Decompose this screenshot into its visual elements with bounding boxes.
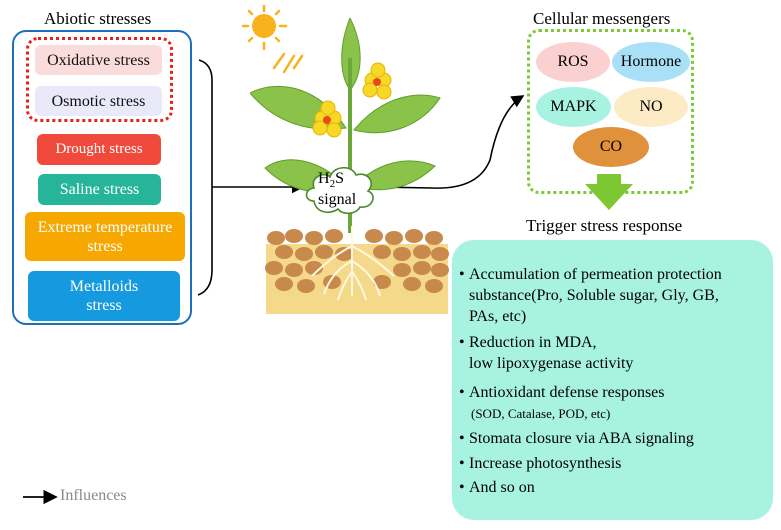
response-title: Trigger stress response (526, 216, 683, 235)
messengers-panel (527, 29, 694, 194)
messenger-co: CO (573, 127, 649, 167)
response-line: Increase photosynthesis (469, 455, 622, 472)
response-item-photosynthesis: • Increase photosynthesis (459, 453, 622, 474)
bullet-icon: • (459, 334, 465, 351)
bullet-icon: • (459, 384, 465, 401)
response-line: Antioxidant defense responses (469, 384, 665, 401)
extreme-temperature-line1: Extreme temperature (37, 218, 173, 236)
signal-to-messengers-arrow (375, 95, 525, 189)
messengers-title: Cellular messengers (533, 9, 671, 28)
response-line: PAs, etc) (469, 308, 527, 325)
response-line: substance(Pro, Soluble sugar, Gly, GB, (469, 287, 719, 304)
plant-icon (250, 18, 441, 233)
sun-icon (241, 4, 304, 74)
bullet-icon: • (459, 430, 465, 447)
extreme-temperature-line2: stress (87, 237, 123, 255)
metalloids-line1: Metalloids (69, 278, 139, 295)
signal-formula: H2S (318, 170, 344, 190)
response-item-antioxidant: • Antioxidant defense responses (SOD, Ca… (459, 382, 665, 424)
bullet-icon: • (459, 455, 465, 472)
saline-stress: Saline stress (38, 174, 161, 205)
signal-s: S (335, 170, 344, 187)
oxidative-stress: Oxidative stress (35, 45, 162, 75)
metalloids-line2: stress (86, 297, 122, 314)
response-line: Stomata closure via ABA signaling (469, 430, 694, 447)
signal-word: signal (318, 191, 357, 208)
signal-sub: 2 (329, 178, 336, 191)
response-item-permeation: • Accumulation of permeation protection … (459, 264, 722, 327)
metalloids-stress: Metalloids stress (28, 271, 180, 321)
abiotic-title: Abiotic stresses (44, 9, 152, 28)
response-line: low lipoxygenase activity (469, 355, 634, 372)
extreme-temperature-stress: Extreme temperature stress (25, 212, 185, 261)
bullet-icon: • (459, 266, 465, 283)
messenger-no: NO (614, 87, 688, 127)
response-line: Accumulation of permeation protection (469, 266, 722, 283)
messenger-hormone: Hormone (612, 42, 690, 82)
messenger-ros: ROS (536, 42, 610, 82)
soil-icon (265, 226, 449, 314)
response-line: And so on (469, 479, 535, 496)
stress-bracket (197, 59, 213, 296)
response-item-mda: • Reduction in MDA, low lipoxygenase act… (459, 332, 634, 374)
response-item-so-on: • And so on (459, 477, 535, 498)
response-subline: (SOD, Catalase, POD, etc) (471, 406, 611, 421)
drought-stress: Drought stress (37, 134, 161, 165)
oxidative-osmotic-group (26, 37, 173, 122)
response-line: Reduction in MDA, (469, 334, 597, 351)
signal-h: H (318, 170, 330, 187)
signal-cloud-icon (305, 166, 374, 215)
messenger-mapk: MAPK (536, 87, 611, 127)
response-item-stomata: • Stomata closure via ABA signaling (459, 428, 694, 449)
abiotic-panel (12, 30, 192, 325)
legend-label: Influences (60, 487, 127, 504)
bullet-icon: • (459, 479, 465, 496)
osmotic-stress: Osmotic stress (35, 86, 162, 116)
response-box (452, 240, 773, 520)
